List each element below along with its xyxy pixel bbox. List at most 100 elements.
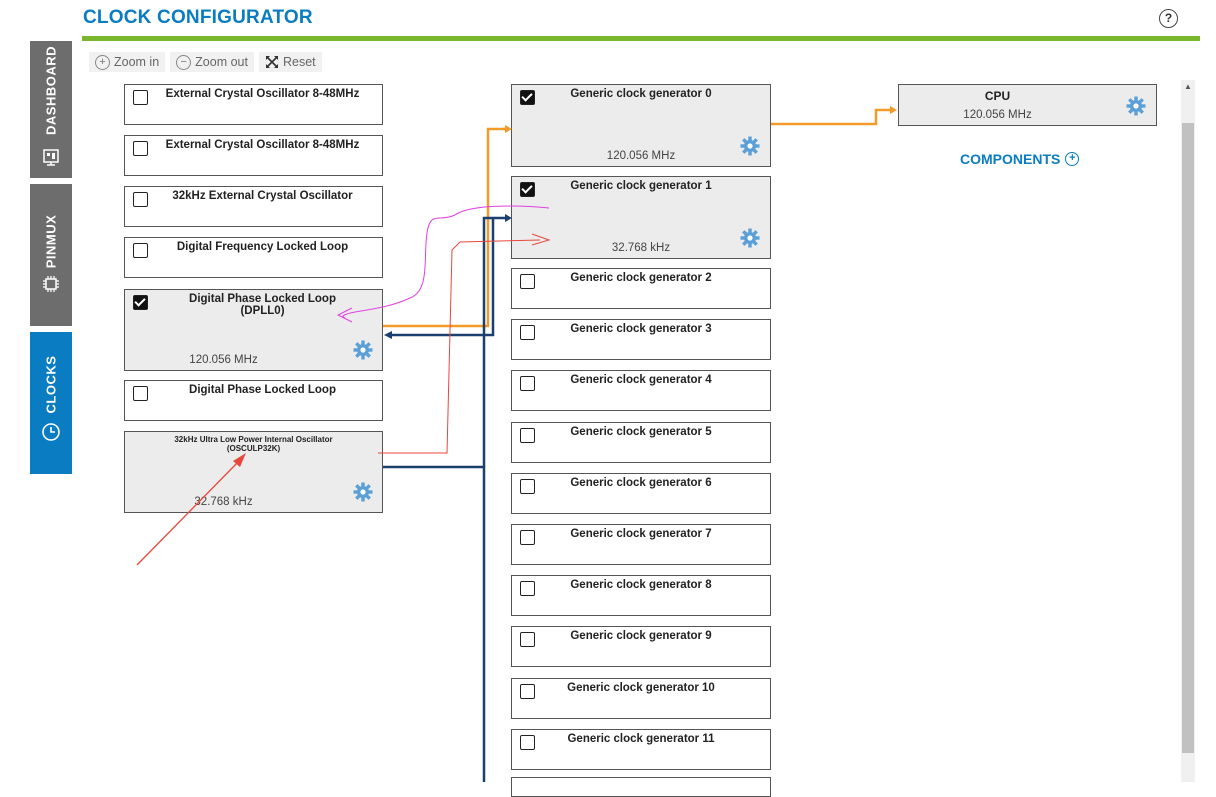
zoom-out-button[interactable]: − Zoom out [170,52,254,72]
cpu-block[interactable]: CPU 120.056 MHz [898,84,1157,126]
generic-clock-generator[interactable]: Generic clock generator 2 [511,268,771,309]
generator-label: Generic clock generator 2 [570,272,712,284]
zoom-in-icon: + [95,54,110,70]
generator-label: Generic clock generator 3 [570,323,712,335]
generic-clock-generator[interactable]: Generic clock generator 3 [511,319,771,360]
clock-source-block[interactable]: External Crystal Oscillator 8-48MHz [124,84,383,125]
generic-clock-generator[interactable]: Generic clock generator 8 [511,575,771,616]
clock-source-block[interactable]: Digital Frequency Locked Loop [124,237,383,278]
tab-clocks[interactable]: CLOCKS [30,332,72,474]
enable-checkbox[interactable] [520,479,535,494]
generic-clock-generator[interactable]: Generic clock generator 6 [511,473,771,514]
enable-checkbox[interactable] [520,684,535,699]
enable-checkbox[interactable] [520,182,535,197]
enable-checkbox[interactable] [133,90,148,105]
generic-clock-generator[interactable]: Generic clock generator 4 [511,370,771,411]
generator-label: Generic clock generator 6 [570,477,712,489]
tab-pinmux[interactable]: PINMUX [30,184,72,326]
annotation-magenta-line [342,205,550,319]
generator-frequency: 120.056 MHz [606,150,676,162]
clock-source-block[interactable]: Digital Phase Locked Loop (DPLL0) 120.056… [124,289,383,371]
generator-label: Generic clock generator 10 [567,682,715,694]
enable-checkbox[interactable] [520,530,535,545]
generator-label: Generic clock generator 0 [570,88,712,100]
annotation-red-line [378,239,541,454]
enable-checkbox[interactable] [133,295,148,310]
enable-checkbox[interactable] [520,325,535,340]
zoom-toolbar: + Zoom in − Zoom out Reset [89,52,322,72]
clock-source-label: Digital Phase Locked Loop [189,384,336,396]
clock-source-frequency: 120.056 MHz [189,354,258,366]
enable-checkbox[interactable] [520,735,535,750]
scrollbar-thumb[interactable] [1182,123,1194,753]
generic-clock-generator[interactable]: Generic clock generator 10 [511,678,771,719]
orange-arrowhead [890,106,897,114]
dashboard-icon [43,149,59,166]
zoom-out-icon: − [176,54,192,70]
enable-checkbox[interactable] [520,581,535,596]
generator-label: Generic clock generator 4 [570,374,712,386]
clock-source-block[interactable]: External Crystal Oscillator 8-48MHz [124,135,383,176]
cpu-frequency: 120.056 MHz [963,109,1032,121]
enable-checkbox[interactable] [133,141,148,156]
vertical-scrollbar[interactable]: ▲ [1181,80,1195,782]
reset-button[interactable]: Reset [258,52,322,72]
reset-icon [265,56,278,68]
clock-source-label: 32kHz Ultra Low Power Internal Oscillato… [174,435,333,453]
generator-label: Generic clock generator 11 [567,733,715,745]
clock-source-label: Digital Phase Locked Loop (DPLL0) [189,293,336,317]
clock-source-label: External Crystal Oscillator 8-48MHz [165,139,360,151]
navy-arrowhead [505,214,512,222]
reset-label: Reset [282,55,316,69]
generic-clock-generator[interactable]: Generic clock generator 5 [511,422,771,463]
add-icon: + [1065,152,1080,166]
generic-clock-generator[interactable]: Generic clock generator 11 [511,729,771,770]
components-label: COMPONENTS [960,151,1061,167]
tab-dashboard[interactable]: DASHBOARD [30,41,72,178]
zoom-in-label: Zoom in [114,55,160,69]
zoom-in-button[interactable]: + Zoom in [89,52,166,72]
zoom-out-label: Zoom out [195,55,248,69]
page-title: CLOCK CONFIGURATOR [83,7,313,28]
navy-link [383,216,507,782]
annotation-red-pointer-head [233,453,246,467]
generator-label: Generic clock generator 5 [570,426,712,438]
generic-clock-generator[interactable]: Generic clock generator 7 [511,524,771,565]
orange-link [383,108,891,328]
enable-checkbox[interactable] [520,632,535,647]
generator-frequency: 32.768 kHz [611,242,671,254]
generator-label: Generic clock generator 9 [570,630,712,642]
chip-icon [43,276,59,292]
annotation-magenta-arrowhead [336,307,353,323]
enable-checkbox[interactable] [133,192,148,207]
enable-checkbox[interactable] [520,90,535,105]
clock-source-block[interactable]: 32kHz External Crystal Oscillator [124,186,383,227]
clock-source-label: 32kHz External Crystal Oscillator [172,190,353,202]
generic-clock-generator[interactable]: Generic clock generator 9 [511,626,771,667]
enable-checkbox[interactable] [133,243,148,258]
enable-checkbox[interactable] [520,428,535,443]
scroll-up-arrow[interactable]: ▲ [1184,82,1192,91]
clock-source-block[interactable]: Digital Phase Locked Loop [124,380,383,421]
clock-source-frequency: 32.768 kHz [194,496,253,508]
clock-source-label: Digital Frequency Locked Loop [176,241,349,253]
annotation-red-arrowhead [531,233,551,246]
annotation-red-pointer [136,457,243,566]
clock-icon [42,423,60,441]
components-button[interactable]: COMPONENTS + [960,151,1080,167]
cpu-label: CPU [984,89,1011,103]
generic-clock-generator[interactable]: Generic clock generator 0 120.056 MHz [511,84,771,167]
generic-clock-generator[interactable]: Generic clock generator 1 32.768 kHz [511,176,771,259]
generator-label: Generic clock generator 8 [570,579,712,591]
clock-source-label: External Crystal Oscillator 8-48MHz [165,88,360,100]
help-icon[interactable]: ? [1159,9,1178,28]
generator-label: Generic clock generator 7 [570,528,712,540]
enable-checkbox[interactable] [520,274,535,289]
clock-source-block[interactable]: 32kHz Ultra Low Power Internal Oscillato… [124,431,383,513]
enable-checkbox[interactable] [133,386,148,401]
generator-label: Generic clock generator 1 [570,180,712,192]
navy-arrowhead [384,331,392,339]
orange-arrowhead [505,125,512,133]
enable-checkbox[interactable] [520,376,535,391]
